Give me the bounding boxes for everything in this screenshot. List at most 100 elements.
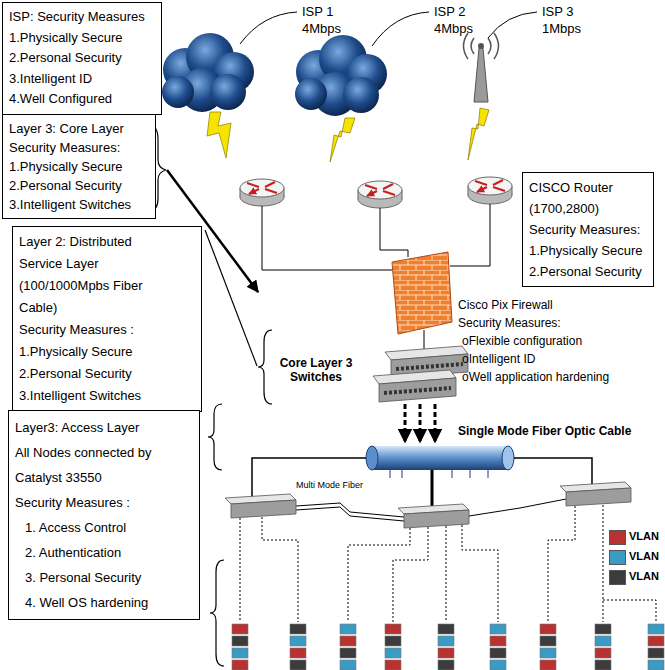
distribution-switch bbox=[404, 510, 469, 528]
distribution-wire bbox=[252, 458, 592, 521]
isp-cloud bbox=[162, 76, 194, 108]
access-link bbox=[548, 506, 575, 622]
text-box: CISCO Router(1700,2800)Security Measures… bbox=[522, 172, 654, 287]
lightning-bolt bbox=[330, 118, 355, 162]
access-node bbox=[490, 636, 506, 646]
access-node bbox=[290, 636, 306, 646]
dashed-arrow bbox=[404, 404, 407, 442]
diagram-label: Multi Mode Fiber bbox=[296, 480, 363, 491]
fiber-cable bbox=[372, 446, 508, 470]
diagram-label: Security Measures: bbox=[458, 316, 561, 330]
router-symbol bbox=[358, 181, 402, 208]
leader-line bbox=[240, 12, 297, 44]
box-text: CISCO Router bbox=[529, 177, 647, 198]
access-node bbox=[385, 660, 401, 670]
box-text: 3.Intelligent Switches bbox=[9, 195, 149, 214]
access-node bbox=[595, 636, 611, 646]
box-text: Security Measures: bbox=[529, 219, 647, 240]
access-node bbox=[540, 648, 556, 658]
bracket bbox=[205, 230, 257, 366]
access-node bbox=[648, 648, 664, 658]
access-node bbox=[385, 648, 401, 658]
text-box: Layer3: Access LayerAll Nodes connected … bbox=[8, 410, 200, 620]
access-node bbox=[232, 648, 248, 658]
access-link bbox=[240, 518, 241, 622]
box-text: 2.Personal Security bbox=[9, 176, 149, 195]
legend-text: VLAN bbox=[629, 570, 659, 582]
access-node bbox=[232, 636, 248, 646]
isp-cloud bbox=[210, 74, 246, 110]
text-box: Layer 3: Core LayerSecurity Measures:1.P… bbox=[2, 114, 156, 219]
box-text: All Nodes connected by Catalyst 33550 bbox=[15, 440, 180, 490]
box-text: 1.Physically Secure bbox=[9, 157, 149, 176]
bracket bbox=[208, 404, 222, 470]
router-symbol bbox=[468, 177, 512, 204]
lightning-bolt bbox=[468, 108, 489, 160]
access-node bbox=[648, 624, 664, 634]
core-switch bbox=[373, 346, 468, 402]
box-text: 2.Personal Security bbox=[9, 48, 155, 69]
router-symbol bbox=[240, 179, 284, 206]
access-node bbox=[232, 624, 664, 670]
box-text: 2.Personal Security bbox=[19, 363, 195, 385]
antenna-tower bbox=[478, 43, 484, 49]
box-text: 4. Well OS hardening bbox=[15, 590, 193, 615]
antenna-tower bbox=[464, 33, 499, 102]
isp-cloud bbox=[295, 78, 327, 110]
box-text: Layer3: Access Layer bbox=[15, 415, 193, 440]
access-node bbox=[490, 648, 506, 658]
box-text: 1.Physically Secure bbox=[529, 240, 647, 261]
access-node bbox=[340, 624, 356, 634]
router-wire bbox=[424, 330, 425, 350]
access-node bbox=[595, 648, 611, 658]
legend-swatch bbox=[609, 570, 626, 585]
diagram-label: Single Mode Fiber Optic Cable bbox=[458, 424, 631, 438]
bracket bbox=[258, 330, 272, 404]
access-node bbox=[490, 660, 506, 670]
diagram-label: Cisco Pix Firewall bbox=[458, 298, 553, 312]
router-symbol bbox=[240, 177, 512, 208]
diagram-label: Core Layer 3 Switches bbox=[272, 356, 360, 385]
distribution-switch bbox=[225, 482, 631, 528]
distribution-switch bbox=[566, 488, 631, 506]
core-switch bbox=[384, 388, 451, 393]
access-link bbox=[603, 505, 656, 622]
access-link bbox=[240, 505, 656, 622]
access-node bbox=[340, 660, 356, 670]
box-text: 4.Well Configured bbox=[9, 89, 155, 110]
box-text: ISP: Security Measures bbox=[9, 7, 155, 28]
diagram-label: 4Mbps bbox=[302, 21, 341, 37]
access-node bbox=[290, 648, 306, 658]
access-node bbox=[340, 648, 356, 658]
access-node bbox=[340, 636, 356, 646]
access-node bbox=[385, 624, 401, 634]
box-text: 1. Access Control bbox=[15, 515, 193, 540]
fiber-cable bbox=[390, 470, 488, 478]
firewall-symbol bbox=[392, 252, 452, 334]
legend-swatch bbox=[609, 550, 626, 565]
router-wire bbox=[262, 204, 490, 350]
diagram-label: oFlexible configuration bbox=[462, 334, 582, 348]
access-node bbox=[385, 636, 401, 646]
antenna-tower bbox=[474, 48, 488, 102]
box-text: Layer 3: Core Layer bbox=[9, 119, 149, 138]
box-text: 2. Authentication bbox=[15, 540, 193, 565]
antenna-tower bbox=[464, 33, 499, 59]
core-switch bbox=[396, 364, 463, 369]
access-node bbox=[232, 624, 248, 634]
dashed-arrow bbox=[405, 404, 435, 442]
box-text: Security Measures: bbox=[9, 138, 149, 157]
distribution-wire bbox=[252, 458, 366, 497]
access-node bbox=[540, 624, 556, 634]
diagram-label: 4Mbps bbox=[434, 21, 473, 37]
distribution-switch bbox=[231, 500, 296, 518]
access-link bbox=[393, 527, 428, 622]
access-node bbox=[540, 660, 556, 670]
legend-text: VLAN bbox=[629, 550, 659, 562]
access-link bbox=[446, 526, 447, 622]
core-switch bbox=[379, 378, 456, 402]
fiber-cable bbox=[366, 446, 514, 478]
access-node bbox=[438, 636, 454, 646]
text-box: ISP: Security Measures1.Physically Secur… bbox=[2, 2, 162, 115]
access-link bbox=[348, 528, 410, 622]
